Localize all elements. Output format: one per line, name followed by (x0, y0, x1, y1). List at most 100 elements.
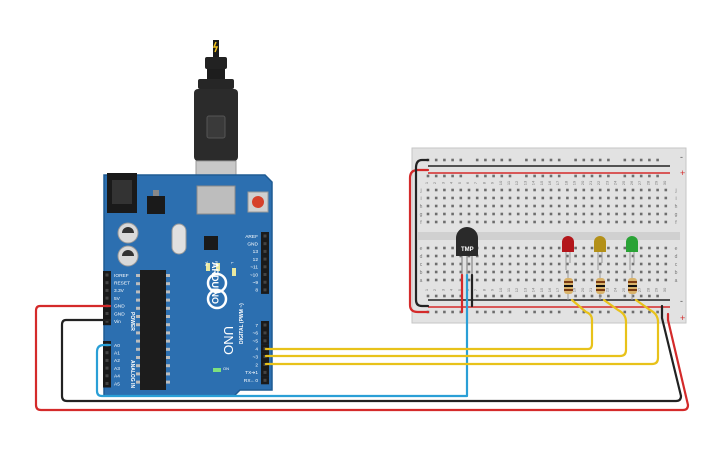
breadboard-hole[interactable] (525, 262, 528, 266)
breadboard-hole[interactable] (426, 278, 430, 282)
breadboard-hole[interactable] (533, 246, 536, 250)
rail-hole[interactable] (459, 310, 463, 314)
breadboard-hole[interactable] (516, 220, 520, 224)
breadboard-hole[interactable] (623, 262, 627, 266)
rail-hole[interactable] (525, 310, 528, 314)
breadboard-hole[interactable] (549, 204, 553, 208)
breadboard-hole[interactable] (525, 196, 528, 200)
breadboard-hole[interactable] (574, 220, 577, 224)
breadboard-hole[interactable] (508, 262, 512, 266)
breadboard-hole[interactable] (443, 212, 446, 216)
breadboard-hole[interactable] (590, 262, 594, 266)
breadboard-hole[interactable] (459, 262, 463, 266)
breadboard-hole[interactable] (533, 278, 536, 282)
rail-hole[interactable] (557, 310, 561, 314)
breadboard-hole[interactable] (426, 220, 430, 224)
breadboard-hole[interactable] (475, 262, 479, 266)
breadboard-hole[interactable] (525, 246, 528, 250)
breadboard-hole[interactable] (549, 188, 553, 192)
breadboard-hole[interactable] (615, 212, 618, 216)
breadboard-hole[interactable] (615, 246, 618, 250)
breadboard-hole[interactable] (549, 254, 553, 258)
breadboard-hole[interactable] (590, 270, 594, 274)
breadboard-hole[interactable] (557, 220, 561, 224)
breadboard-hole[interactable] (656, 188, 659, 192)
breadboard-hole[interactable] (467, 212, 471, 216)
breadboard-hole[interactable] (467, 204, 471, 208)
rail-hole[interactable] (639, 310, 643, 314)
breadboard-hole[interactable] (492, 220, 495, 224)
rail-hole[interactable] (631, 174, 635, 178)
breadboard-hole[interactable] (648, 254, 651, 258)
breadboard-hole[interactable] (615, 220, 618, 224)
rail-hole[interactable] (598, 174, 602, 178)
rail-hole[interactable] (582, 294, 586, 298)
breadboard-hole[interactable] (451, 262, 454, 266)
breadboard-hole[interactable] (508, 196, 512, 200)
rail-hole[interactable] (648, 174, 651, 178)
breadboard-hole[interactable] (434, 204, 438, 208)
rail-hole[interactable] (500, 174, 504, 178)
breadboard-hole[interactable] (639, 278, 643, 282)
breadboard-hole[interactable] (541, 212, 545, 216)
rail-hole[interactable] (451, 294, 454, 298)
wires[interactable] (34, 158, 690, 412)
breadboard-hole[interactable] (484, 188, 487, 192)
breadboard-hole[interactable] (475, 188, 479, 192)
breadboard-hole[interactable] (623, 212, 627, 216)
rail-hole[interactable] (590, 310, 594, 314)
rail-hole[interactable] (598, 158, 602, 162)
breadboard-hole[interactable] (533, 204, 536, 208)
breadboard-hole[interactable] (541, 188, 545, 192)
breadboard-hole[interactable] (541, 278, 545, 282)
breadboard-hole[interactable] (533, 188, 536, 192)
wire-gnd[interactable] (60, 304, 683, 403)
breadboard-hole[interactable] (434, 188, 438, 192)
breadboard-hole[interactable] (664, 246, 668, 250)
breadboard-hole[interactable] (631, 188, 635, 192)
breadboard-hole[interactable] (557, 278, 561, 282)
rail-hole[interactable] (656, 158, 659, 162)
rail-hole[interactable] (533, 294, 536, 298)
breadboard-hole[interactable] (648, 220, 651, 224)
breadboard-hole[interactable] (607, 262, 610, 266)
breadboard-hole[interactable] (426, 196, 430, 200)
breadboard-hole[interactable] (598, 220, 602, 224)
rail-hole[interactable] (656, 310, 659, 314)
breadboard-hole[interactable] (451, 188, 454, 192)
breadboard-hole[interactable] (664, 270, 668, 274)
breadboard-hole[interactable] (582, 254, 586, 258)
rail-hole[interactable] (443, 294, 446, 298)
breadboard-hole[interactable] (590, 220, 594, 224)
breadboard-hole[interactable] (475, 212, 479, 216)
led-yellow[interactable] (594, 236, 606, 270)
breadboard-hole[interactable] (516, 246, 520, 250)
breadboard-hole[interactable] (484, 262, 487, 266)
breadboard-hole[interactable] (656, 278, 659, 282)
breadboard-hole[interactable] (557, 254, 561, 258)
rail-hole[interactable] (541, 174, 545, 178)
breadboard-hole[interactable] (574, 188, 577, 192)
breadboard-hole[interactable] (664, 204, 668, 208)
rail-hole[interactable] (590, 158, 594, 162)
breadboard-hole[interactable] (664, 278, 668, 282)
wire-5v[interactable] (34, 304, 690, 412)
breadboard-hole[interactable] (459, 188, 463, 192)
rail-hole[interactable] (525, 294, 528, 298)
rail-hole[interactable] (582, 174, 586, 178)
rail-hole[interactable] (475, 310, 479, 314)
breadboard-hole[interactable] (541, 204, 545, 208)
breadboard-hole[interactable] (615, 262, 618, 266)
breadboard-hole[interactable] (508, 270, 512, 274)
breadboard-hole[interactable] (525, 270, 528, 274)
breadboard-hole[interactable] (623, 188, 627, 192)
breadboard-hole[interactable] (598, 212, 602, 216)
breadboard-hole[interactable] (467, 262, 471, 266)
breadboard-hole[interactable] (533, 196, 536, 200)
breadboard-hole[interactable] (541, 262, 545, 266)
rail-hole[interactable] (590, 174, 594, 178)
breadboard-hole[interactable] (623, 254, 627, 258)
rail-hole[interactable] (451, 174, 454, 178)
